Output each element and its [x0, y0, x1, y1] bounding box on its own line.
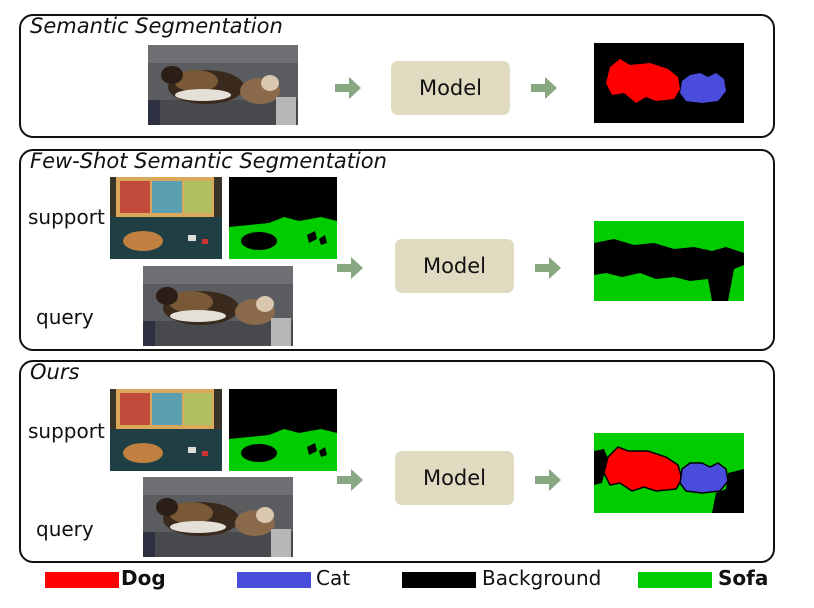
support-label: support	[28, 205, 105, 229]
legend-swatch-cat	[237, 572, 311, 588]
panel-semantic-segmentation: Semantic Segmentation	[19, 14, 775, 138]
support-label: support	[28, 419, 105, 443]
support-mask	[229, 389, 337, 471]
query-photo	[143, 266, 293, 346]
query-photo	[143, 477, 293, 557]
arrow-right-icon	[337, 257, 363, 279]
model-box: Model	[395, 451, 514, 505]
legend-swatch-background	[402, 572, 476, 588]
segmentation-mask-output	[594, 433, 744, 513]
arrow-right-icon	[335, 77, 361, 99]
legend-label-sofa: Sofa	[718, 566, 769, 590]
panel-few-shot-segmentation: Few-Shot Semantic Segmentation	[19, 149, 775, 351]
arrow-right-icon	[337, 469, 363, 491]
panel-title: Few-Shot Semantic Segmentation	[30, 149, 387, 173]
support-photo	[110, 389, 222, 471]
query-label: query	[36, 517, 94, 541]
legend-label-background: Background	[482, 566, 602, 590]
segmentation-mask-output	[594, 221, 744, 301]
support-mask	[229, 177, 337, 259]
arrow-right-icon	[535, 469, 561, 491]
arrow-right-icon	[531, 77, 557, 99]
legend-label-dog: Dog	[121, 566, 166, 590]
support-photo	[110, 177, 222, 259]
legend-swatch-dog	[45, 572, 119, 588]
panel-ours: Ours	[19, 360, 775, 563]
model-box: Model	[395, 239, 514, 293]
segmentation-mask-output	[594, 43, 744, 123]
input-photo	[148, 45, 298, 125]
query-label: query	[36, 305, 94, 329]
legend-swatch-sofa	[638, 572, 712, 588]
legend-label-cat: Cat	[316, 566, 351, 590]
model-box: Model	[391, 61, 510, 115]
arrow-right-icon	[535, 257, 561, 279]
panel-title: Semantic Segmentation	[30, 14, 283, 38]
panel-title: Ours	[30, 360, 80, 384]
